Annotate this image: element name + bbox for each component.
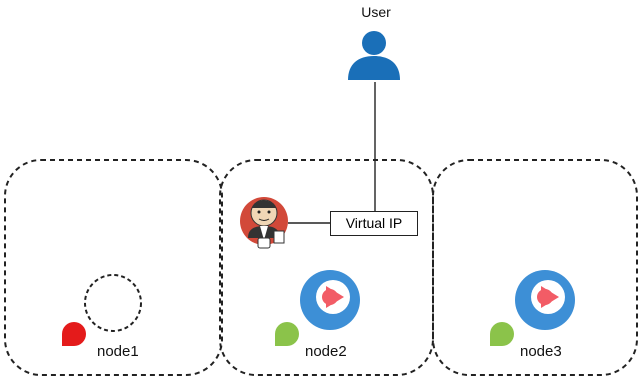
node3-label: node3 [520, 343, 562, 360]
user-icon [348, 31, 400, 80]
node2-label: node2 [305, 343, 347, 360]
node3-service-logo-icon [515, 270, 575, 330]
virtual-ip-box: Virtual IP [330, 211, 418, 236]
node3-status-icon [490, 322, 514, 346]
node2-service-logo-icon [300, 270, 360, 330]
node1-container [4, 159, 223, 376]
node1-status-icon [62, 322, 86, 346]
node1-empty-service-slot [84, 274, 142, 332]
user-label: User [361, 4, 391, 20]
node2-status-icon [275, 322, 299, 346]
node3-container [432, 159, 638, 376]
jenkins-butler-icon [240, 197, 288, 249]
node1-label: node1 [97, 343, 139, 360]
